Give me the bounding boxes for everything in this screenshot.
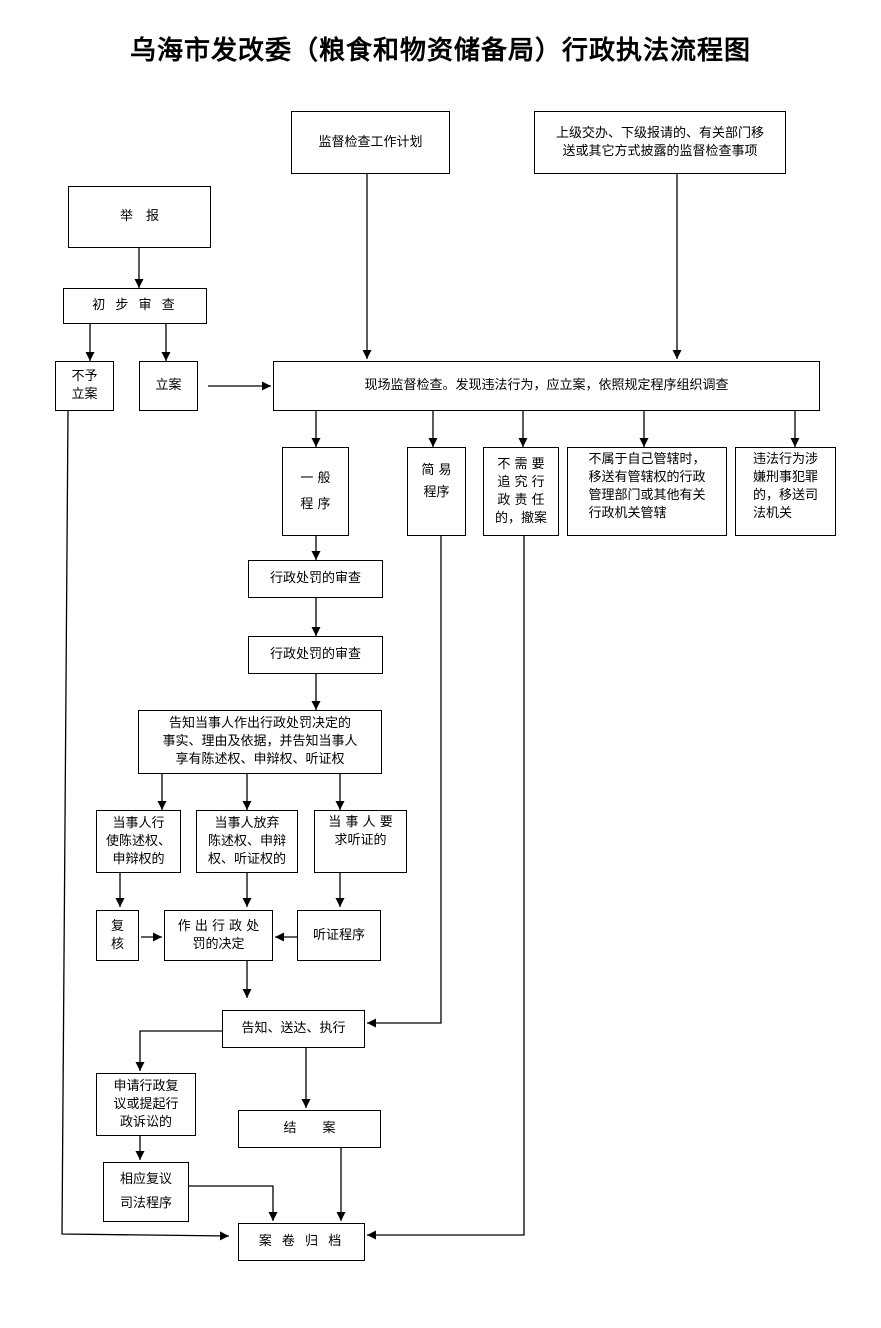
notify-party-box: 告知当事人作出行政处罚决定的 事实、理由及依据，并告知当事人 享有陈述权、申辩权…	[138, 710, 382, 774]
filed-box: 立案	[139, 361, 198, 411]
arrow-judicial-to-archive	[189, 1185, 278, 1221]
make-decision-box: 作 出 行 政 处 罚的决定	[164, 910, 273, 961]
referral-matters-box: 上级交办、下级报请的、有关部门移 送或其它方式披露的监督检查事项	[534, 111, 786, 174]
judicial-procedure-box: 相应复议 司法程序	[103, 1162, 189, 1222]
arrow-noliability-to-archive	[367, 536, 525, 1240]
arrow-notfiled-to-archive	[61, 410, 230, 1241]
arrow-deliver-to-apply	[135, 1030, 222, 1071]
exercise-rights-box: 当事人行 使陈述权、 申辩权的	[96, 810, 181, 873]
onsite-inspection-box: 现场监督检查。发现违法行为，应立案，依照规定程序组织调查	[273, 361, 820, 411]
criminal-transfer-box: 违法行为涉 嫌刑事犯罪 的，移送司 法机关	[735, 447, 836, 536]
preliminary-review-box: 初 步 审 查	[63, 288, 207, 324]
apply-review-box: 申请行政复 议或提起行 政诉讼的	[96, 1073, 196, 1136]
archive-box: 案 卷 归 档	[238, 1223, 365, 1261]
general-procedure-box: 一 般 程 序	[282, 447, 349, 536]
simple-procedure-box: 简 易 程序	[407, 447, 466, 536]
request-hearing-box: 当 事 人 要 求听证的	[314, 810, 407, 873]
close-case-box: 结 案	[238, 1110, 381, 1148]
penalty-review-box-2: 行政处罚的审查	[248, 636, 383, 674]
report-box: 举 报	[68, 186, 211, 248]
no-liability-box: 不 需 要 追 究 行 政 责 任 的，撤案	[483, 447, 559, 536]
supervision-plan-box: 监督检查工作计划	[291, 111, 450, 174]
not-filed-box: 不予 立案	[55, 361, 114, 411]
hearing-procedure-box: 听证程序	[297, 910, 381, 961]
recheck-box: 复 核	[96, 910, 139, 961]
page-title: 乌海市发改委（粮食和物资储备局）行政执法流程图	[129, 36, 751, 66]
penalty-review-box-1: 行政处罚的审查	[248, 560, 383, 598]
notify-deliver-execute-box: 告知、送达、执行	[222, 1010, 365, 1048]
not-jurisdiction-box: 不属于自己管辖时， 移送有管辖权的行政 管理部门或其他有关 行政机关管辖	[567, 447, 727, 536]
waive-rights-box: 当事人放弃 陈述权、申辩 权、听证权的	[196, 810, 298, 873]
arrow-simple-to-deliver	[367, 536, 442, 1028]
